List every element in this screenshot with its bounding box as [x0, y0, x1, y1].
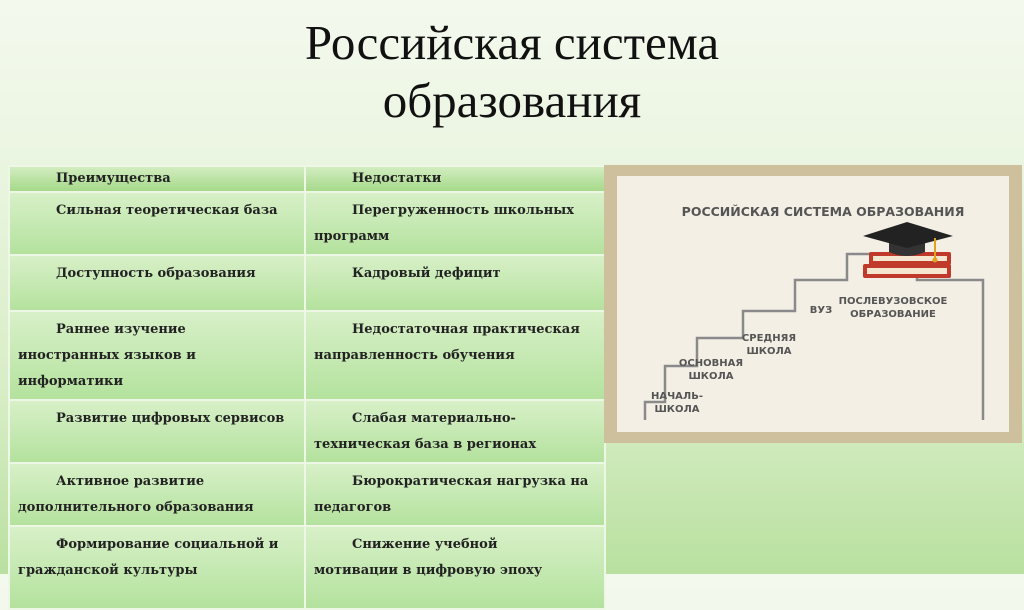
step-postgraduate-line-2: ОБРАЗОВАНИЕ	[850, 309, 936, 320]
step-basic-line-1: ОСНОВНАЯ	[679, 358, 743, 369]
page-title-line-2: образования	[382, 73, 642, 128]
table-row: Развитие цифровых сервисов Слабая матери…	[8, 399, 606, 464]
book-icon	[863, 252, 951, 278]
step-secondary-line-1: СРЕДНЯЯ	[742, 333, 796, 344]
step-postgraduate-line-1: ПОСЛЕВУЗОВСКОЕ	[839, 296, 948, 307]
table-row: Сильная теоретическая база Перегруженнос…	[8, 191, 606, 256]
picture-paper: РОССИЙСКАЯ СИСТЕМА ОБРАЗОВАНИЯ НАЧАЛЬ- Ш…	[617, 176, 1009, 432]
picture-title: РОССИЙСКАЯ СИСТЕМА ОБРАЗОВАНИЯ	[682, 204, 965, 219]
education-ladder-picture: РОССИЙСКАЯ СИСТЕМА ОБРАЗОВАНИЯ НАЧАЛЬ- Ш…	[604, 165, 1022, 443]
graduation-cap-icon	[863, 222, 953, 263]
table-header-row: Преимущества Недостатки	[8, 165, 606, 193]
advantage-cell: Развитие цифровых сервисов	[8, 399, 306, 464]
step-university: ВУЗ	[810, 305, 832, 316]
page-title: Российская система образования	[0, 14, 1024, 130]
step-primary-line-2: ШКОЛА	[654, 404, 699, 415]
step-secondary-line-2: ШКОЛА	[746, 346, 791, 357]
advantage-cell: Сильная теоретическая база	[8, 191, 306, 256]
disadvantage-cell: Кадровый дефицит	[304, 254, 606, 312]
disadvantage-cell: Слабая материально-техническая база в ре…	[304, 399, 606, 464]
header-disadvantages: Недостатки	[304, 165, 606, 193]
advantage-cell: Доступность образования	[8, 254, 306, 312]
step-basic-line-2: ШКОЛА	[688, 371, 733, 382]
education-ladder-illustration: РОССИЙСКАЯ СИСТЕМА ОБРАЗОВАНИЯ НАЧАЛЬ- Ш…	[643, 204, 985, 420]
table-row: Доступность образования Кадровый дефицит	[8, 254, 606, 312]
comparison-table: Преимущества Недостатки Сильная теоретич…	[8, 165, 606, 610]
step-primary-line-1: НАЧАЛЬ-	[651, 391, 703, 402]
header-advantages: Преимущества	[8, 165, 306, 193]
page-title-line-1: Российская система	[304, 15, 720, 70]
